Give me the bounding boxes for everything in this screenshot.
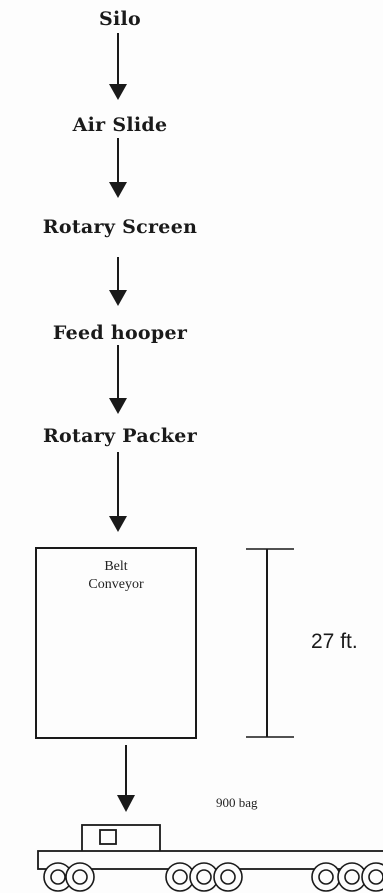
truck-cab <box>81 824 161 856</box>
arrow-air-slide-to-rotary-screen <box>109 138 127 198</box>
truck-window <box>99 829 117 845</box>
belt-conveyor-box <box>35 547 197 739</box>
arrow-rotary-screen-to-feed-hooper <box>109 257 127 306</box>
truck-wheel-front <box>43 862 95 892</box>
arrow-feed-hooper-to-rotary-packer <box>109 345 127 414</box>
step-silo: Silo <box>98 8 142 30</box>
truck-wheel-rear <box>311 862 383 892</box>
truck-wheel-middle <box>165 862 243 892</box>
belt-conveyor-label-line2: Conveyor <box>88 577 144 592</box>
step-feed-hooper: Feed hooper <box>52 322 188 344</box>
arrow-conveyor-to-truck <box>117 745 135 812</box>
step-rotary-packer: Rotary Packer <box>42 425 198 447</box>
step-air-slide: Air Slide <box>72 114 168 136</box>
arrow-silo-to-air-slide <box>109 33 127 100</box>
truck <box>37 824 383 892</box>
belt-conveyor-label: Belt Conveyor <box>36 558 196 594</box>
height-dimension-label: 27 ft. <box>311 630 358 653</box>
arrow-rotary-packer-to-belt-conveyor <box>109 452 127 532</box>
belt-conveyor-label-line1: Belt <box>104 559 128 574</box>
height-dimension-bracket <box>246 548 294 738</box>
step-rotary-screen: Rotary Screen <box>42 216 198 238</box>
truck-capacity-label: 900 bag <box>216 795 258 810</box>
